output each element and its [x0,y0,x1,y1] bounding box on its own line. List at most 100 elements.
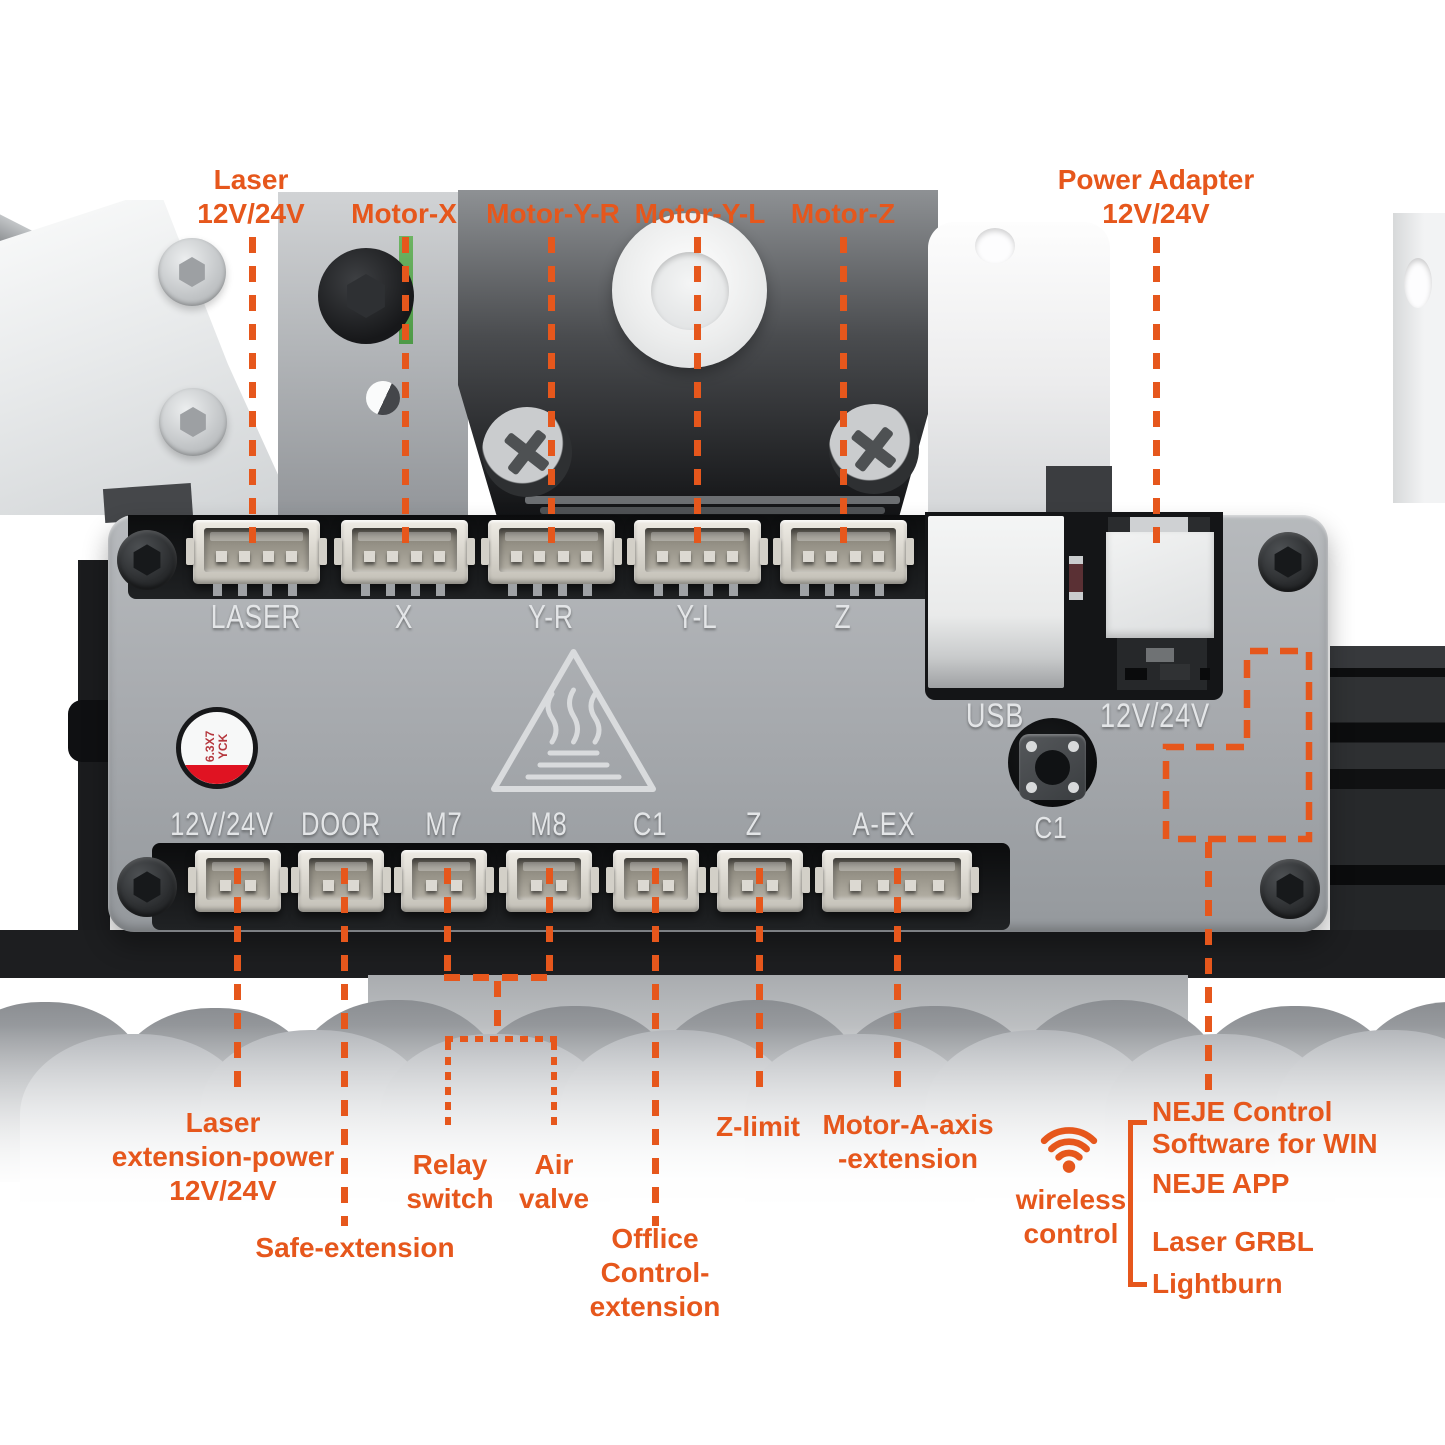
leader-motor-x [402,237,409,555]
motor-vent-slat [540,507,885,514]
connector-pin [220,879,231,891]
right-rail [1330,646,1445,978]
dark-gap-piece [1046,466,1112,518]
software-bracket-tick [1128,1282,1147,1287]
connector-pin [826,550,838,562]
connector-pin [348,879,359,891]
connector-legs [213,584,300,596]
smd-component [1160,664,1190,680]
leader-c1 [652,868,659,1226]
silkscreen-z: Z [834,598,852,635]
connector-pin [387,550,399,562]
machine-right-bracket [928,222,1110,514]
connector-legs [654,584,741,596]
connector-pin [703,550,715,562]
silkscreen-z-port: Z [745,806,763,842]
connector-legs [508,584,595,596]
connector-pin [742,879,753,891]
label-laser-extension: Laser extension-power 12V/24V [111,1107,335,1207]
hex-screw-icon [1258,532,1318,592]
connector-pin [534,550,546,562]
leader-relay-air-bracket [445,1036,557,1042]
label-z-limit: Z-limit [716,1111,800,1142]
far-right-strip [1393,213,1445,503]
leader-a-ex [894,868,901,1094]
c1-button-dot [1026,741,1037,752]
connector-pin [767,879,778,891]
connector-pin [556,879,567,891]
connector-pin [511,550,523,562]
smd-component [1200,668,1210,680]
silkscreen-a-ex: A-EX [852,806,916,842]
connector-pin [680,550,692,562]
right-bracket-hole [975,228,1015,264]
connector-pin [638,879,649,891]
hex-bolt-icon [347,274,385,318]
connector-pin [557,550,569,562]
label-neje-app: NEJE APP [1152,1168,1290,1199]
capacitor: 6.3X7 YCK [176,707,258,789]
hex-screw-icon [117,530,177,590]
phillips-screw-icon [482,407,572,497]
c1-button-dot [1026,782,1037,793]
label-safe-extension: Safe-extension [255,1232,455,1263]
port-laser [186,520,327,596]
c1-button-dot [1068,741,1079,752]
connector-legs [800,584,887,596]
connector-pin [849,879,861,891]
leader-door [341,868,348,1226]
leader-m7-m8-bracket [444,974,553,981]
silkscreen-m7: M7 [425,806,463,842]
connector-pin [803,550,815,562]
silkscreen-12v24v: 12V/24V [170,806,274,842]
connector-cavity [204,528,309,572]
leader-z-limit [756,868,763,1096]
leader-ext-power [234,868,241,1096]
label-motor-y-l: Motor-Y-L [634,198,766,229]
connector-pin [663,879,674,891]
label-motor-z: Motor-Z [790,198,896,229]
power-jack-tab [1146,648,1174,662]
machine-mid-panel [278,192,468,515]
connector-pin [726,550,738,562]
c1-button-plunger[interactable] [1035,750,1070,785]
connector-pin [580,550,592,562]
usb-port [928,516,1064,688]
motor-vent-slat [525,496,900,504]
c1-button-dot [1068,782,1079,793]
connector-pin [433,550,445,562]
connector-pin [849,550,861,562]
connector-pin [657,550,669,562]
label-office-control: Offlice Control- extension [589,1223,721,1323]
leader-power-adapter [1153,237,1160,547]
capacitor-text: 6.3X7 YCK [202,730,230,763]
leader-relay [445,1042,451,1130]
hot-surface-warning-icon [491,649,656,792]
hex-screw-icon [159,388,227,456]
hex-screw-icon [117,857,177,917]
connector-pin [410,550,422,562]
connector-pin [262,550,274,562]
label-motor-a-extension: Motor-A-axis-extension [822,1109,994,1175]
label-motor-y-r: Motor-Y-R [486,198,620,229]
hex-screw-icon [158,238,226,306]
connector-pin [933,879,945,891]
leader-laser [249,237,256,555]
connector-pin [245,879,256,891]
capacitor-red-stripe [181,765,253,784]
connector-pin [905,879,917,891]
silkscreen-c1-button: C1 [1034,810,1068,845]
left-rail-knob [68,700,110,762]
leader-wireless [1205,842,1212,1090]
silkscreen-y-l: Y-L [676,598,718,635]
hex-screw-icon [1260,859,1320,919]
connector-pin [426,879,437,891]
connector-pin [285,550,297,562]
silkscreen-c1-port: C1 [632,806,668,842]
leader-motor-z [840,237,847,555]
wifi-icon [1040,1127,1098,1173]
leader-motor-y-r [548,237,555,555]
